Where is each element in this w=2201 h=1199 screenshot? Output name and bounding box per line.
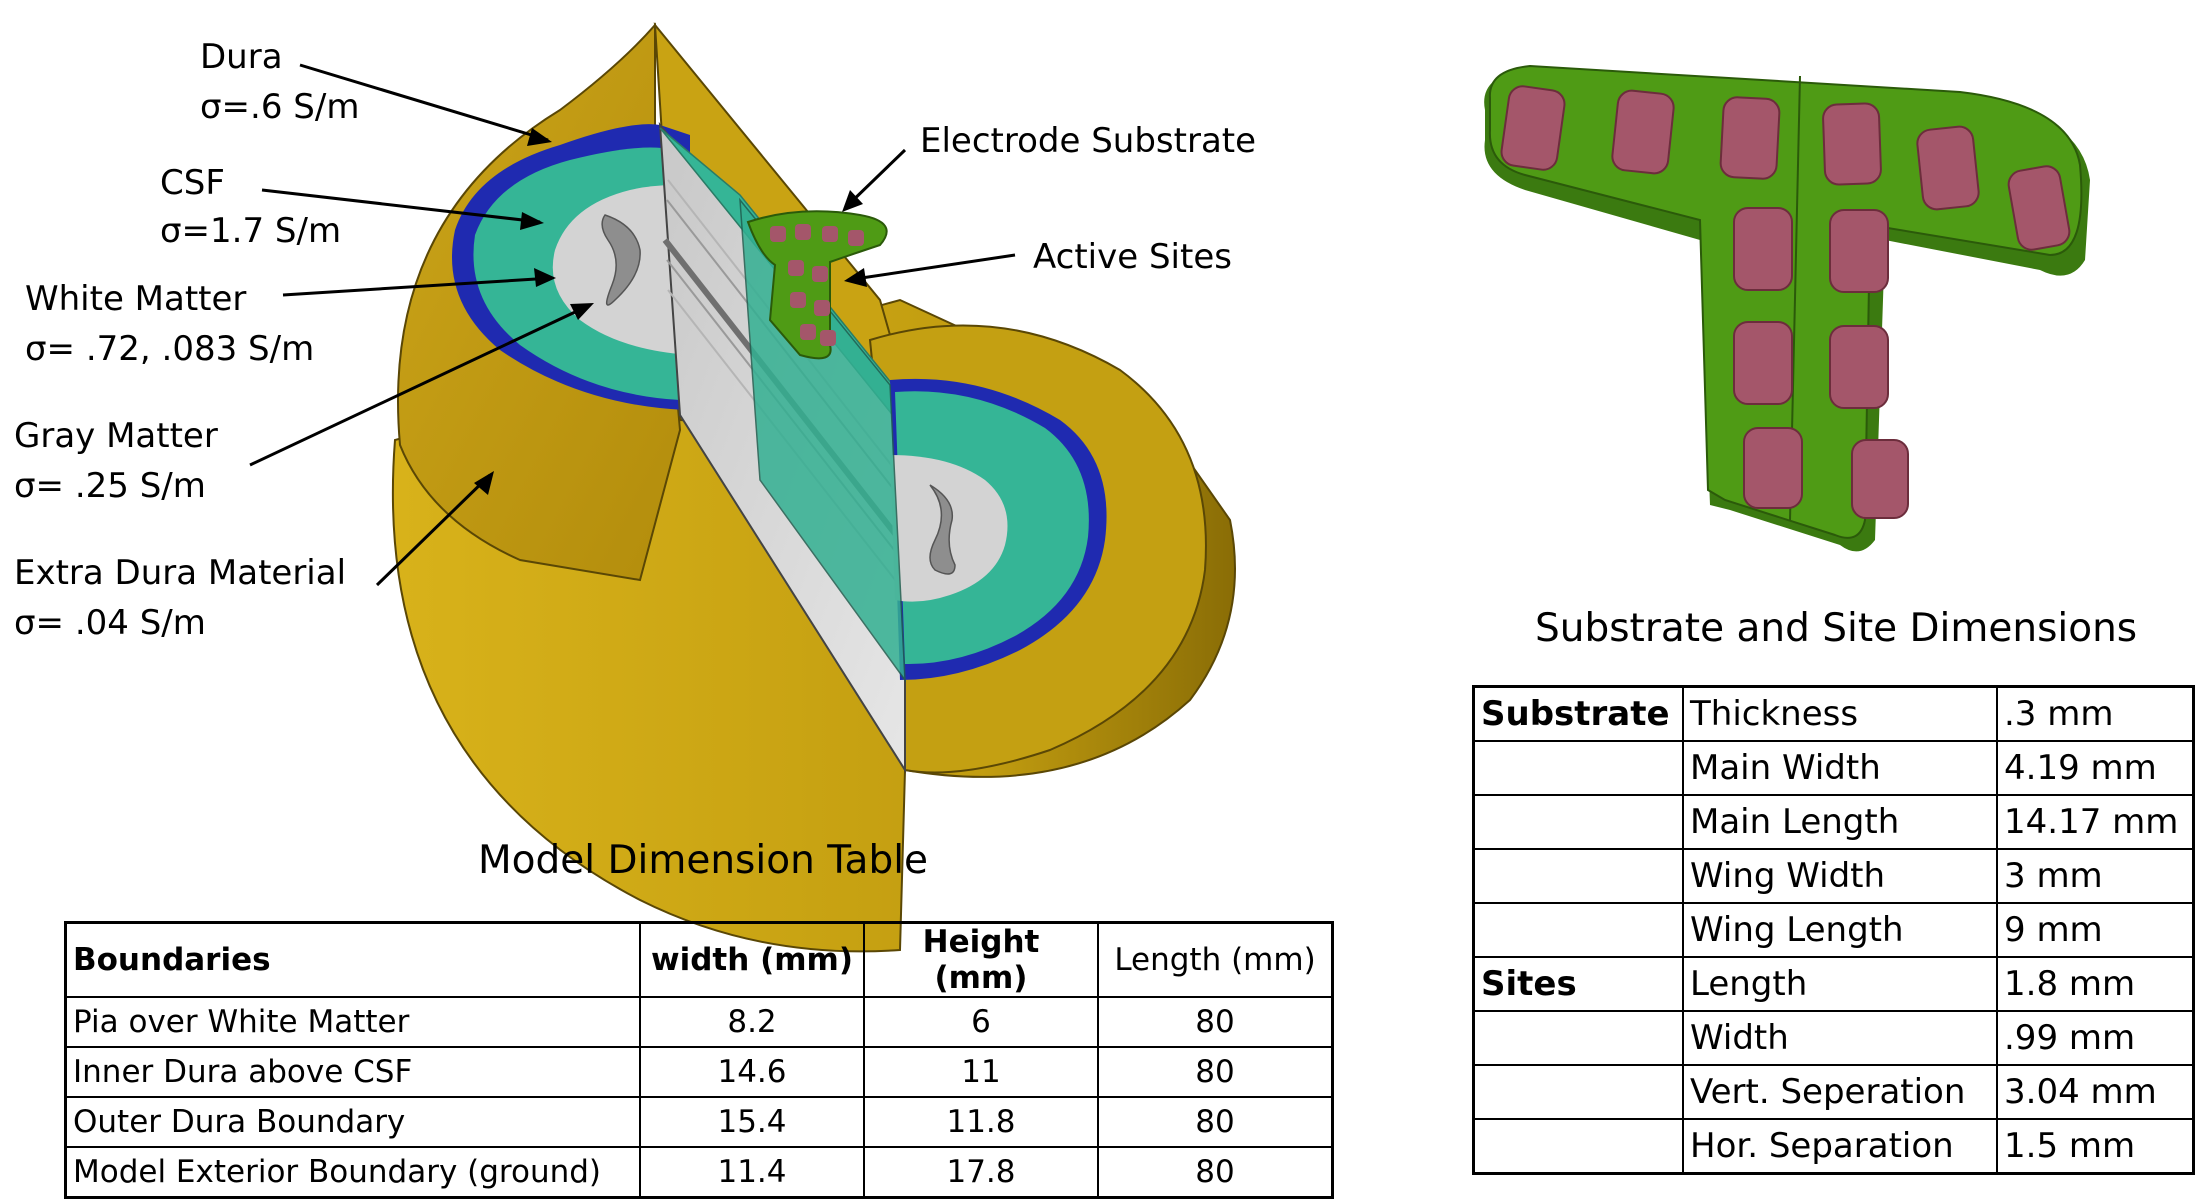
cell-property: Thickness <box>1682 685 1998 742</box>
label-extra-dura-sigma: σ= .04 S/m <box>14 603 206 643</box>
cell-value: 3 mm <box>1996 848 2195 904</box>
gray-matter-left <box>601 214 641 306</box>
cell-boundary: Outer Dura Boundary <box>64 1096 641 1148</box>
cell-property: Hor. Separation <box>1682 1118 1998 1175</box>
cell-width: 15.4 <box>639 1096 865 1148</box>
leader-arrows <box>249 63 1016 587</box>
cell-value: .3 mm <box>1996 685 2195 742</box>
table-header-row: Boundaries width (mm) Height (mm) Length… <box>64 921 1334 998</box>
table-row: Pia over White Matter 8.2 6 80 <box>64 996 1334 1048</box>
label-white-matter-sigma: σ= .72, .083 S/m <box>25 329 315 369</box>
cell-height: 11 <box>863 1046 1099 1098</box>
cell-value: 1.8 mm <box>1996 956 2195 1012</box>
label-active-sites: Active Sites <box>1033 237 1232 277</box>
cell-property: Main Length <box>1682 794 1998 850</box>
cell-boundary: Inner Dura above CSF <box>64 1046 641 1098</box>
cell-property: Main Width <box>1682 740 1998 796</box>
table-row: Sites Length 1.8 mm <box>1472 956 2195 1012</box>
header-height: Height (mm) <box>863 921 1099 998</box>
cell-property: Wing Length <box>1682 902 1998 958</box>
cell-property: Wing Width <box>1682 848 1998 904</box>
table-row: Wing Length 9 mm <box>1472 902 2195 958</box>
cell-property: Length <box>1682 956 1998 1012</box>
label-extra-dura-name: Extra Dura Material <box>14 553 347 593</box>
cell-value: .99 mm <box>1996 1010 2195 1066</box>
cell-section <box>1472 1064 1684 1120</box>
arrow-heads <box>474 128 867 495</box>
header-length: Length (mm) <box>1097 921 1334 998</box>
substrate-site-table: Substrate Thickness .3 mm Main Width 4.1… <box>1472 685 2195 1175</box>
label-csf-name: CSF <box>160 163 225 203</box>
cell-value: 1.5 mm <box>1996 1118 2195 1175</box>
substrate-table-caption: Substrate and Site Dimensions <box>1535 606 2138 651</box>
cell-section <box>1472 848 1684 904</box>
electrode-on-model <box>746 210 888 360</box>
cell-property: Vert. Seperation <box>1682 1064 1998 1120</box>
cell-boundary: Pia over White Matter <box>64 996 641 1048</box>
label-gray-matter-name: Gray Matter <box>14 416 218 456</box>
cell-section <box>1472 794 1684 850</box>
label-csf-sigma: σ=1.7 S/m <box>160 211 342 251</box>
substrate-sites <box>1500 85 2071 519</box>
cell-height: 11.8 <box>863 1096 1099 1148</box>
table-row: Outer Dura Boundary 15.4 11.8 80 <box>64 1096 1334 1148</box>
table-row: Main Length 14.17 mm <box>1472 794 2195 850</box>
label-gray-matter-sigma: σ= .25 S/m <box>14 466 206 506</box>
cell-section <box>1472 1010 1684 1066</box>
header-width: width (mm) <box>639 921 865 998</box>
table-row: Main Width 4.19 mm <box>1472 740 2195 796</box>
table-row: Vert. Seperation 3.04 mm <box>1472 1064 2195 1120</box>
cell-height: 6 <box>863 996 1099 1048</box>
table-row: Substrate Thickness .3 mm <box>1472 685 2195 742</box>
cell-width: 14.6 <box>639 1046 865 1098</box>
cell-value: 4.19 mm <box>1996 740 2195 796</box>
cell-length: 80 <box>1097 1046 1334 1098</box>
gray-matter-right <box>929 484 956 575</box>
cell-section <box>1472 902 1684 958</box>
table-row: Inner Dura above CSF 14.6 11 80 <box>64 1046 1334 1098</box>
cell-length: 80 <box>1097 996 1334 1048</box>
label-electrode-substrate: Electrode Substrate <box>920 121 1257 161</box>
table-row: Wing Width 3 mm <box>1472 848 2195 904</box>
header-boundaries: Boundaries <box>64 921 641 998</box>
cell-length: 80 <box>1097 1096 1334 1148</box>
label-white-matter-name: White Matter <box>25 279 247 319</box>
table-row: Hor. Separation 1.5 mm <box>1472 1118 2195 1175</box>
cell-value: 3.04 mm <box>1996 1064 2195 1120</box>
label-dura-sigma: σ=.6 S/m <box>200 87 360 127</box>
table-row: Width .99 mm <box>1472 1010 2195 1066</box>
cell-section: Sites <box>1472 956 1684 1012</box>
cell-value: 9 mm <box>1996 902 2195 958</box>
cell-property: Width <box>1682 1010 1998 1066</box>
label-dura-name: Dura <box>200 37 283 77</box>
cell-section <box>1472 740 1684 796</box>
cell-value: 14.17 mm <box>1996 794 2195 850</box>
model-dimension-table: Boundaries width (mm) Height (mm) Length… <box>64 921 1334 1199</box>
cell-section <box>1472 1118 1684 1175</box>
cell-section: Substrate <box>1472 685 1684 742</box>
cell-width: 8.2 <box>639 996 865 1048</box>
model-table-caption: Model Dimension Table <box>478 838 929 883</box>
